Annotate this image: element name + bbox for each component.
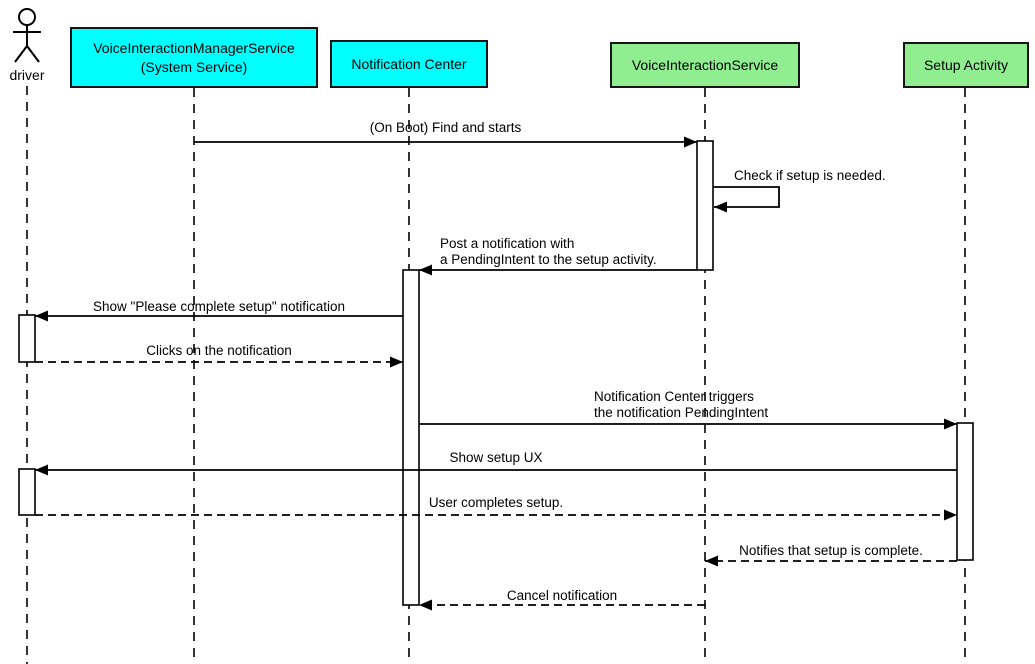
participant-label: Setup Activity (923, 56, 1009, 73)
message-label-post-notification: Post a notification with a PendingIntent… (440, 236, 657, 267)
message-label-show-setup-ux: Show setup UX (449, 450, 543, 465)
message-label-triggers-pending-intent: Notification Center triggers the notific… (594, 389, 769, 420)
message-label-on-boot-find-and-starts: (On Boot) Find and starts (369, 120, 522, 135)
activation-bar-notification-center (402, 269, 420, 606)
message-label-show-complete-setup-notification: Show "Please complete setup" notificatio… (93, 299, 345, 314)
activation-bar-voice-interaction-service (696, 140, 714, 271)
message-label-cancel-notification: Cancel notification (506, 588, 618, 603)
message-arrow-check-if-setup-needed-self (713, 186, 780, 213)
actor-driver-label: driver (9, 67, 45, 83)
message-label-notifies-setup-complete: Notifies that setup is complete. (739, 543, 923, 558)
message-label-clicks-on-notification: Clicks on the notification (146, 343, 292, 358)
participant-label: Notification Center (351, 55, 467, 72)
actor-driver-icon (13, 8, 41, 63)
participant-box-setup-activity: Setup Activity (903, 42, 1029, 88)
activation-bar-driver-2 (18, 468, 36, 516)
activation-bar-driver-1 (18, 314, 36, 363)
participant-label: VoiceInteractionManagerService (System S… (93, 39, 295, 75)
participant-label: VoiceInteractionService (631, 56, 779, 73)
message-label-check-if-setup-needed: Check if setup is needed. (734, 168, 886, 183)
participant-box-voice-interaction-service: VoiceInteractionService (610, 42, 800, 88)
participant-box-notification-center: Notification Center (330, 40, 488, 88)
message-label-user-completes-setup: User completes setup. (428, 495, 564, 510)
participant-box-voice-interaction-manager-service: VoiceInteractionManagerService (System S… (70, 27, 318, 88)
activation-bar-setup-activity (956, 422, 974, 561)
